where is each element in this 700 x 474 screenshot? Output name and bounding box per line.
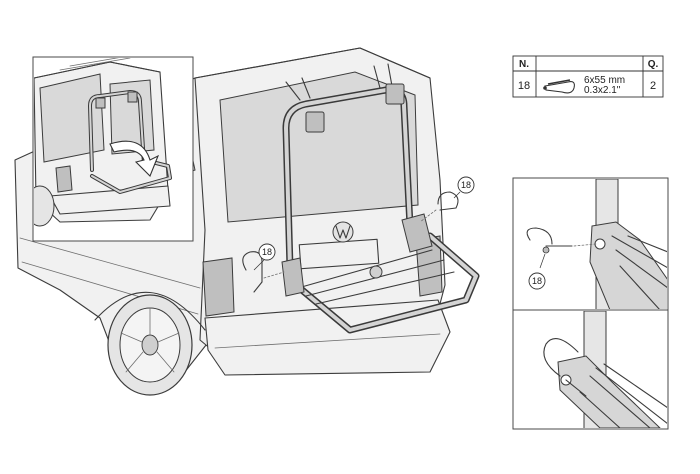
bike-rack: [281, 63, 480, 334]
top-hook-right: [385, 83, 405, 105]
table-header-number: N.: [519, 59, 529, 70]
top-hook-left: [305, 111, 325, 133]
callout-label: 18: [262, 247, 272, 257]
vw-logo: [332, 221, 354, 243]
table-header-quantity: Q.: [648, 59, 659, 70]
callout-label: 18: [532, 276, 542, 286]
inset-fold-down-view: [32, 56, 194, 242]
rack-knob: [369, 265, 383, 279]
detail-pin-locked: [512, 309, 669, 430]
table-cell-number: 18: [518, 80, 530, 92]
callout-pin-right: 18: [453, 176, 475, 199]
callout-pin-left: 18: [253, 243, 276, 271]
van-rear-illustration: [14, 47, 451, 396]
fold-down-arrow-icon: [109, 140, 160, 177]
table-cell-quantity: 2: [650, 80, 656, 92]
callout-detail-pin: 18: [528, 253, 546, 290]
table-cell-size-metric: 6x55 mm: [584, 75, 625, 86]
callout-label: 18: [461, 180, 471, 190]
locking-pin-right: [419, 191, 459, 223]
locking-pin-icon: [543, 79, 575, 94]
rear-wheel: [107, 294, 193, 396]
parts-table: N. Q. 18 6x55 mm 0.3x2.1" 2: [512, 55, 664, 98]
detail-pin-insertion: 18: [512, 177, 669, 311]
table-cell-size-imperial: 0.3x2.1": [584, 85, 621, 96]
